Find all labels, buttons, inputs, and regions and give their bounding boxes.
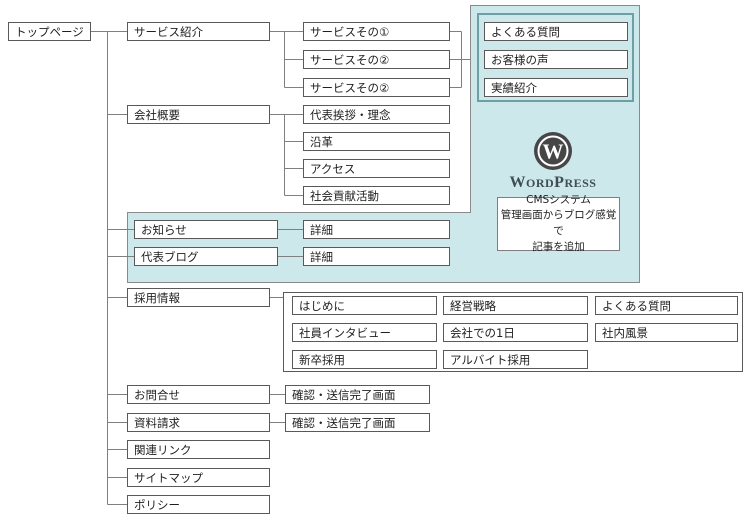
node-recruit-day: 会社での1日	[443, 323, 588, 342]
node-document-request: 資料請求	[127, 413, 270, 432]
wordmark-part: RESS	[564, 176, 597, 190]
node-recruit-strategy: 経営戦略	[443, 296, 588, 315]
node-recruit-info: 採用情報	[127, 288, 270, 307]
node-csr-activity: 社会貢献活動	[303, 186, 450, 205]
cms-note-line: CMSシステム	[526, 193, 591, 206]
node-service-3: サービスその②	[303, 78, 450, 97]
node-service-1: サービスその①	[303, 22, 450, 41]
node-contact-confirm: 確認・送信完了画面	[285, 385, 430, 404]
node-service-intro: サービス紹介	[127, 22, 270, 41]
node-news-detail: 詳細	[303, 220, 450, 239]
cms-note-line: 管理画面からブログ感覚で	[500, 209, 617, 237]
node-ceo-blog: 代表ブログ	[134, 247, 278, 266]
node-recruit-newgrad: 新卒採用	[292, 350, 437, 369]
wordpress-wordmark: WORDPRESS	[510, 175, 597, 191]
wordmark-part: W	[509, 174, 526, 191]
node-recruit-scenery: 社内風景	[595, 323, 738, 342]
node-top-page: トップページ	[8, 22, 91, 41]
node-history: 沿革	[303, 132, 450, 151]
wordpress-logo-icon: W	[534, 132, 572, 170]
node-contact: お問合せ	[127, 385, 270, 404]
svg-text:W: W	[543, 140, 564, 164]
cms-note: CMSシステム 管理画面からブログ感覚で 記事を追加	[497, 194, 620, 253]
wordmark-part: P	[554, 174, 565, 191]
wordpress-block: W WORDPRESS	[500, 130, 606, 191]
connector-lines	[91, 31, 470, 505]
node-policy: ポリシー	[127, 495, 270, 514]
node-news: お知らせ	[134, 220, 278, 239]
node-greeting-philosophy: 代表挨拶・理念	[303, 105, 450, 124]
node-faq: よくある質問	[484, 22, 628, 41]
wordmark-part: ORD	[526, 176, 555, 190]
node-recruit-faq: よくある質問	[595, 296, 738, 315]
node-related-links: 関連リンク	[127, 440, 270, 459]
node-works-intro: 実績紹介	[484, 78, 628, 97]
node-sitemap: サイトマップ	[127, 468, 270, 487]
node-recruit-interview: 社員インタビュー	[292, 323, 437, 342]
node-service-2: サービスその②	[303, 50, 450, 69]
node-recruit-parttime: アルバイト採用	[443, 350, 588, 369]
node-recruit-intro: はじめに	[292, 296, 437, 315]
node-company-overview: 会社概要	[127, 105, 270, 124]
node-request-confirm: 確認・送信完了画面	[285, 413, 430, 432]
faq-group-frame	[477, 13, 634, 102]
node-access: アクセス	[303, 159, 450, 178]
cms-note-line: 記事を追加	[532, 240, 585, 253]
node-customer-voice: お客様の声	[484, 50, 628, 69]
node-blog-detail: 詳細	[303, 247, 450, 266]
